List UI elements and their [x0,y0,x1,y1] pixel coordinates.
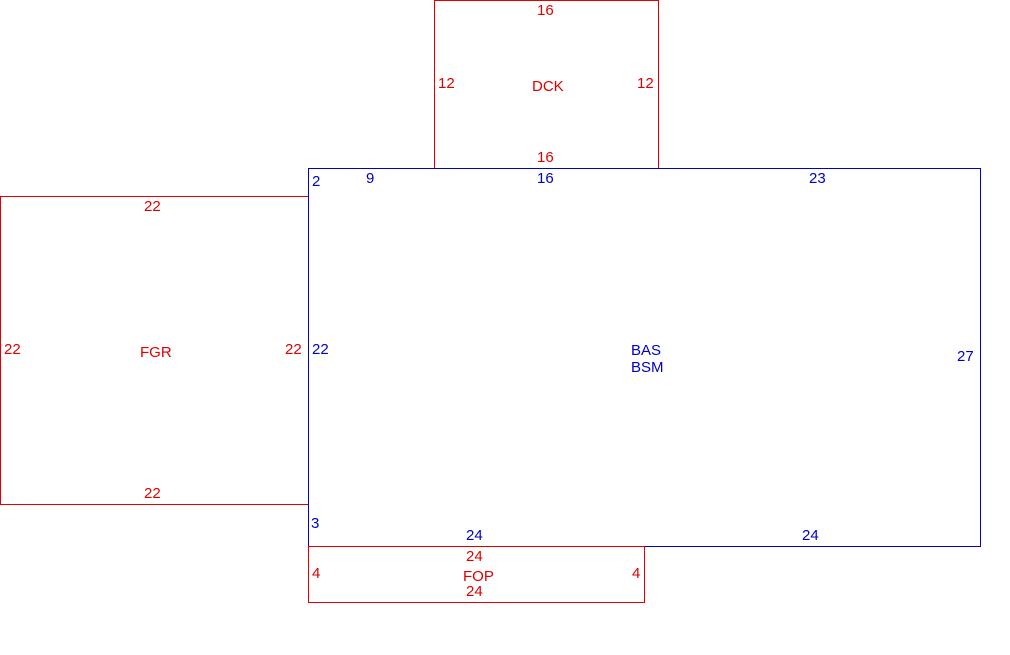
bas-bottom-left-dimension: 3 [311,515,320,532]
fgr-right-dimension: 22 [285,341,302,358]
fgr-label: FGR [140,344,172,361]
bas-top-dimension-c: 23 [809,170,826,187]
dck-top-dimension: 16 [537,2,554,19]
dck-bottom-dimension: 16 [537,149,554,166]
dck-label: DCK [532,78,564,95]
bas-label: BAS BSM [631,343,664,375]
fop-right-dimension: 4 [632,565,641,582]
fop-bottom-dimension: 24 [466,583,483,600]
dck-left-dimension: 12 [438,75,455,92]
fop-left-dimension: 4 [312,565,321,582]
bas-top-dimension-a: 9 [366,170,375,187]
fgr-left-dimension: 22 [4,341,21,358]
bas-left-dimension: 22 [312,341,329,358]
bas-label-line-2: BSM [631,359,664,376]
fop-top-dimension: 24 [466,548,483,565]
bas-top-dimension-b: 16 [537,170,554,187]
dck-right-dimension: 12 [637,75,654,92]
fop-label: FOP [463,568,494,585]
fgr-top-dimension: 22 [144,198,161,215]
bas-label-line-1: BAS [631,342,662,359]
bas-top-left-corner-dimension: 2 [312,173,321,190]
bas-right-dimension: 27 [957,348,974,365]
bas-bottom-dimension-b: 24 [802,527,819,544]
bas-bottom-dimension-a: 24 [466,527,483,544]
fop-area [308,546,645,603]
fgr-bottom-dimension: 22 [144,485,161,502]
